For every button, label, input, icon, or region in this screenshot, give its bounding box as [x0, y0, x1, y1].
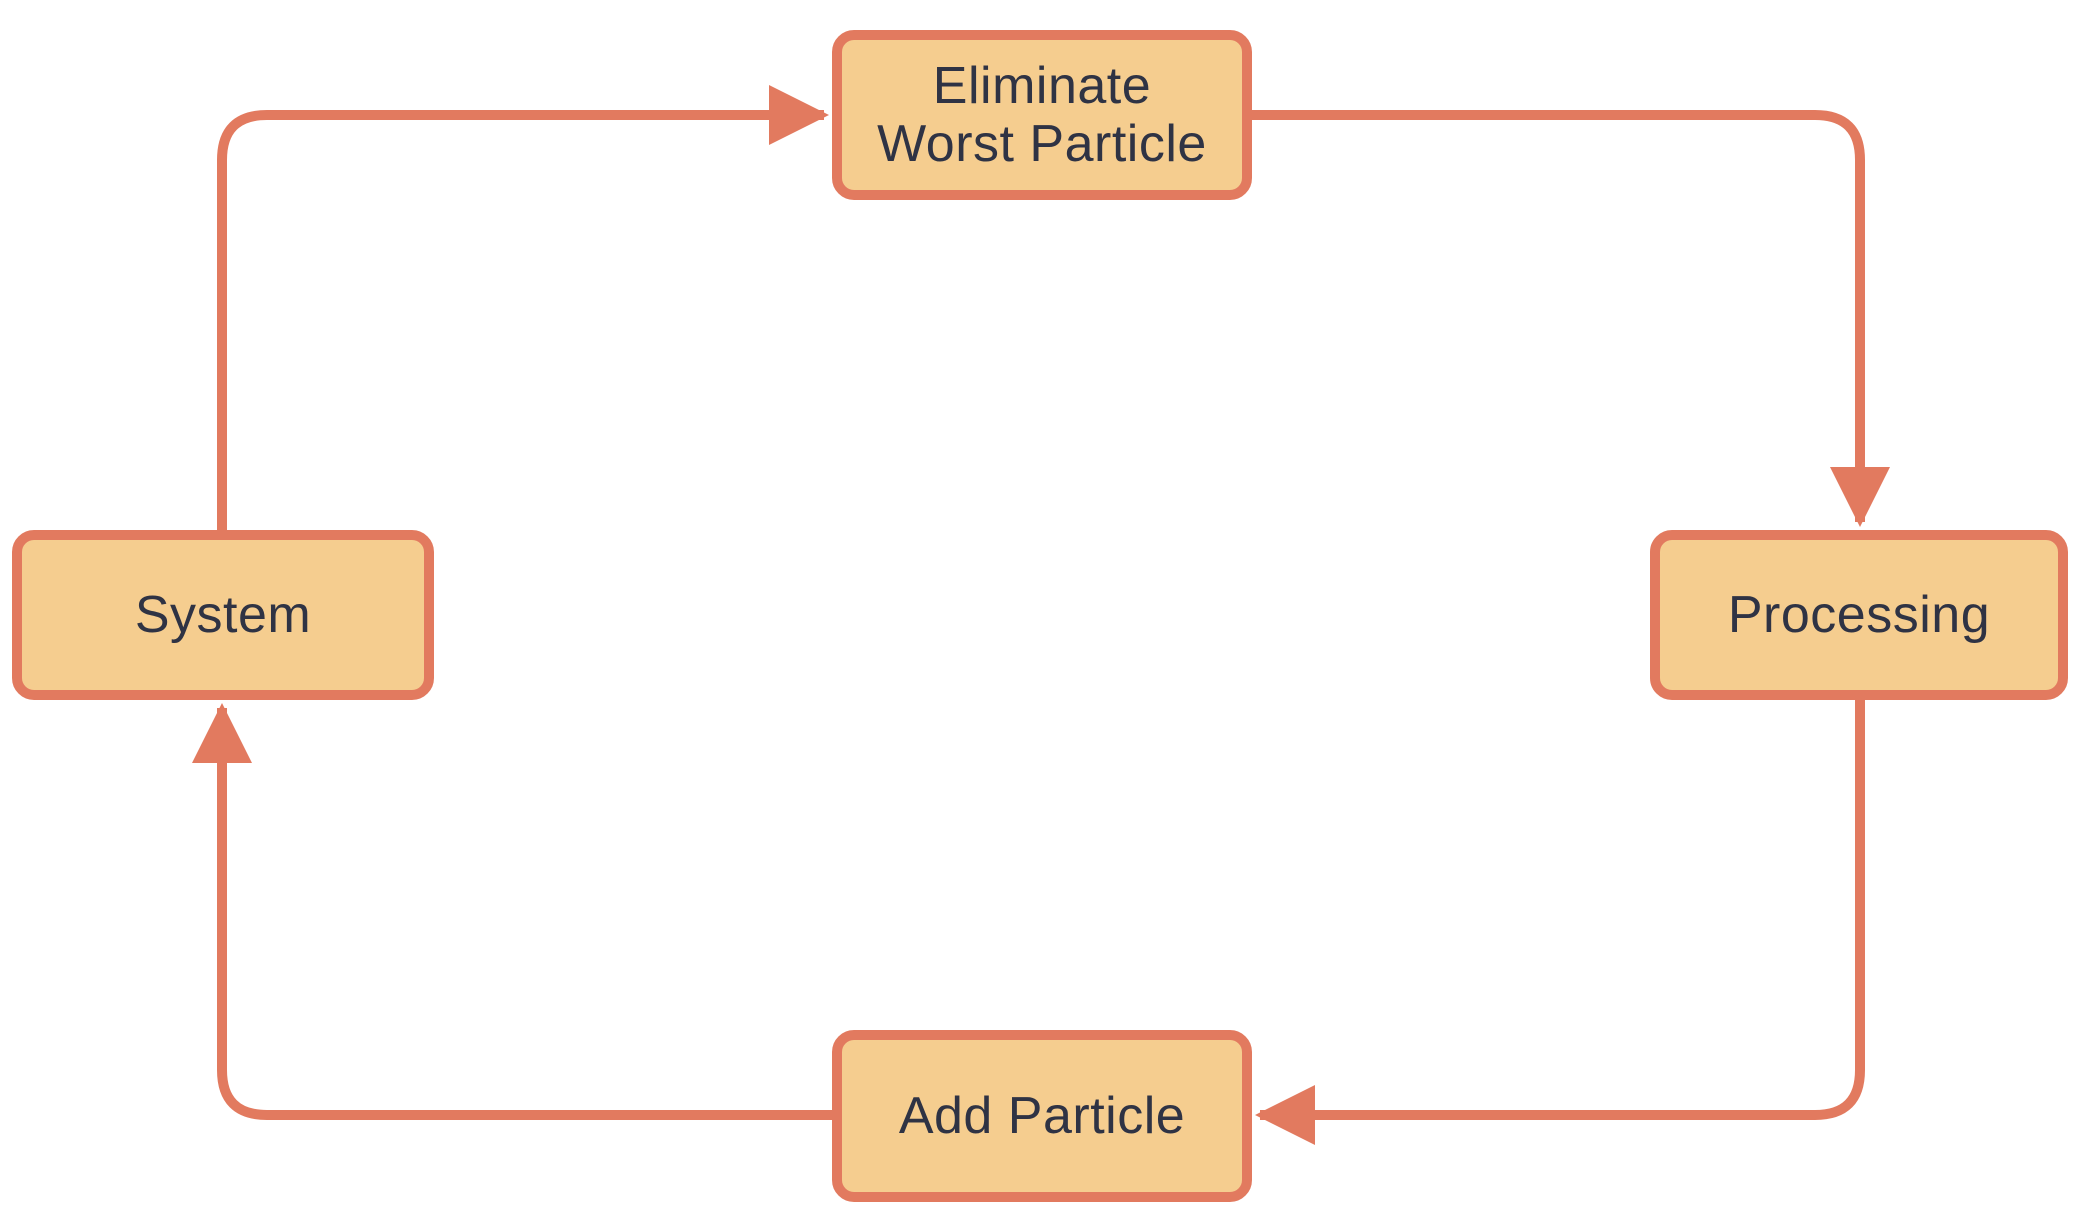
node-label-processing: Processing — [1727, 586, 1991, 644]
edge-add-to-system — [192, 703, 832, 1120]
node-processing: Processing — [1650, 530, 2068, 700]
edge-processing-to-add — [1255, 700, 1865, 1145]
node-add-particle: Add Particle — [832, 1030, 1252, 1202]
node-eliminate-worst-particle: Eliminate Worst Particle — [832, 30, 1252, 200]
edge-system-to-eliminate — [217, 85, 829, 530]
node-label-add: Add Particle — [898, 1087, 1186, 1145]
node-label-eliminate: Eliminate Worst Particle — [877, 57, 1207, 173]
node-label-system: System — [134, 586, 312, 644]
node-system: System — [12, 530, 434, 700]
edge-eliminate-to-processing — [1252, 110, 1890, 527]
